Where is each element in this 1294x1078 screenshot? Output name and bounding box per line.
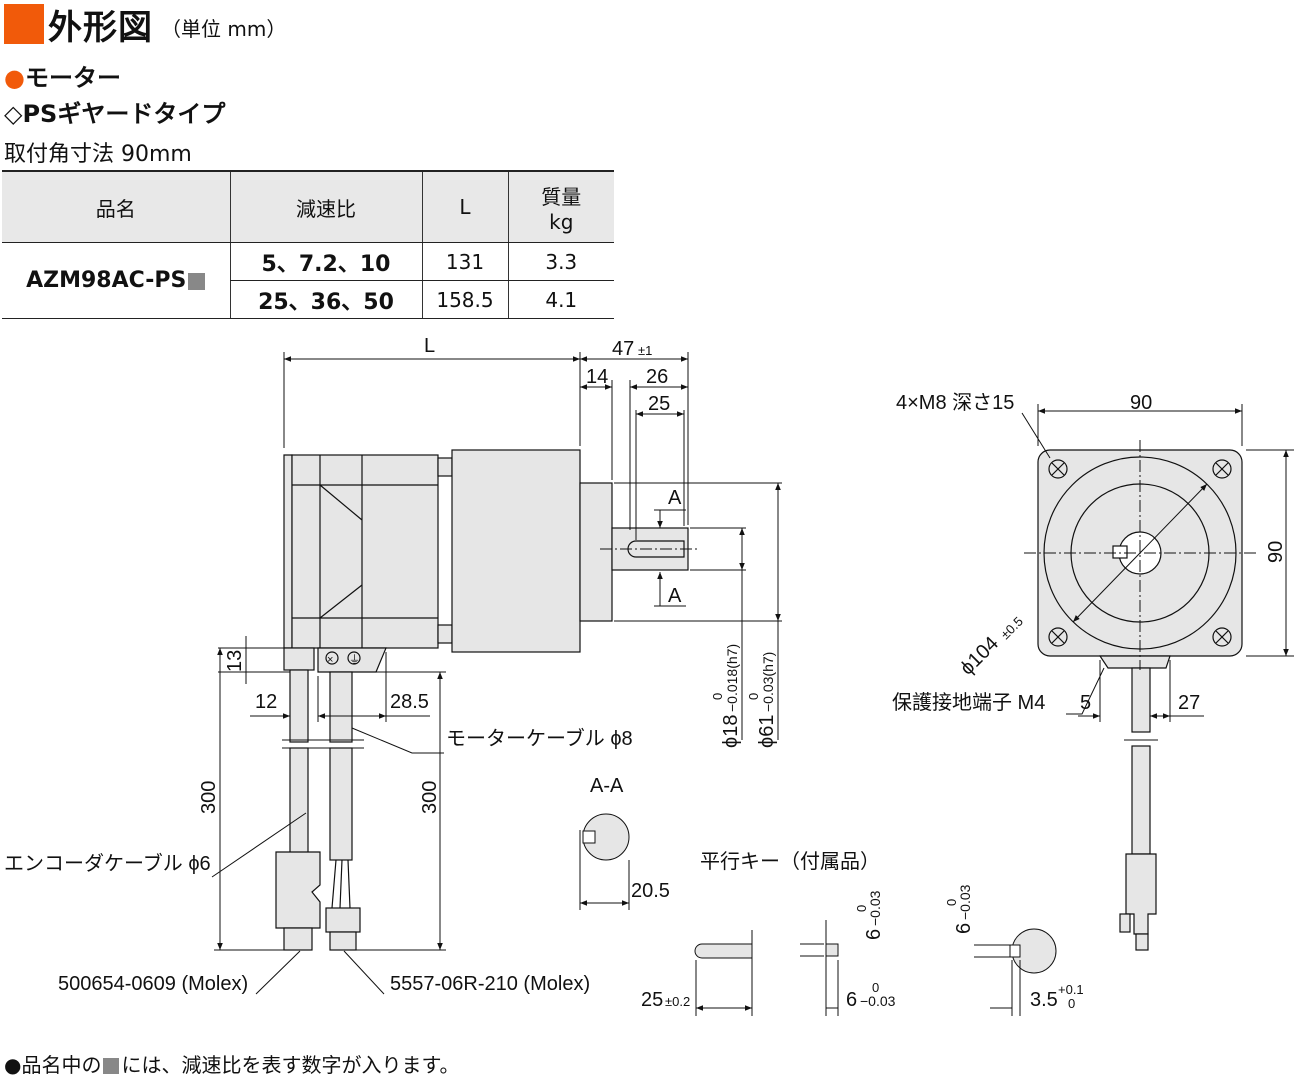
dim-28-5: 28.5 [390, 691, 429, 713]
footnote: ●品名中のには、減速比を表す数字が入ります。 [4, 1049, 459, 1078]
diamond-icon: ◇ [4, 100, 23, 128]
dim-key-width-zero: 0 [872, 980, 879, 995]
dim-14: 14 [586, 366, 608, 388]
footnote-prefix: ●品名中の [4, 1053, 102, 1077]
dim-key-height-zero: 0 [854, 905, 869, 912]
label-protective-terminal: 保護接地端子 M4 [892, 691, 1045, 714]
dimension-lines [211, 352, 782, 995]
table-row: AZM98AC-PS 5、7.2、10 131 3.3 [2, 242, 614, 319]
dim-3-5: 3.5 [1030, 989, 1058, 1011]
label-motor-cable: モーターケーブル ϕ8 [446, 726, 633, 750]
header-model: 品名 [2, 170, 230, 243]
dim-key-width: 6 [846, 989, 857, 1011]
model-name: AZM98AC-PS [26, 268, 187, 293]
dim-key-length-tol: ±0.2 [665, 994, 690, 1009]
dim-shaft-key-tol: −0.03 [957, 884, 973, 920]
header-length: L [421, 170, 508, 243]
bullet-dot-icon: ● [4, 64, 25, 92]
label-section-aa: A-A [590, 775, 624, 797]
dim-5: 5 [1080, 692, 1091, 714]
motor-side-view [275, 449, 689, 951]
dim-90-height: 90 [1265, 541, 1287, 563]
label-encoder-cable: エンコーダケーブル ϕ6 [4, 851, 211, 875]
dim-3-5-tol-up: +0.1 [1058, 982, 1084, 997]
label-connector-motor: 5557-06R-210 (Molex) [390, 973, 590, 995]
section-a-a [579, 813, 630, 910]
dim-27: 27 [1178, 692, 1200, 714]
drawing-labels: L 47 ±1 14 26 25 A A A-A 20.5 12 28.5 13… [4, 335, 1287, 1011]
length-cell: 131 [421, 242, 508, 281]
dim-47: 47 [612, 338, 634, 360]
page-title: 外形図 （単位 mm） [4, 2, 287, 48]
gear-type-text: PSギヤードタイプ [22, 100, 226, 128]
dim-phi18-tol: −0.018(h7) [724, 644, 740, 712]
dim-phi18: ϕ18 [720, 715, 742, 748]
mount-size: 取付角寸法 90mm [4, 142, 192, 167]
placeholder-square-icon [188, 272, 206, 290]
label-parallel-key: 平行キー（付属品） [700, 850, 880, 873]
mount-hole-icon [1048, 459, 1232, 647]
dim-300-motor: 300 [419, 781, 441, 814]
placeholder-square-icon [103, 1058, 120, 1074]
dim-key-height: 6 [863, 929, 885, 940]
gear-type-heading: ◇PSギヤードタイプ [4, 94, 225, 129]
header-mass-unit: kg [549, 209, 574, 234]
dim-300-encoder: 300 [198, 781, 220, 814]
end-view-dimensions [1021, 404, 1294, 741]
mass-cell: 3.3 [507, 242, 614, 281]
ratio-cell: 5、7.2、10 [229, 242, 422, 281]
dim-3-5-tol-lo: 0 [1068, 996, 1075, 1011]
dim-phi104-tol: ±0.5 [998, 614, 1026, 642]
dim-phi61-zero: 0 [746, 693, 761, 700]
parallel-key [694, 920, 1057, 1016]
footnote-suffix: には、減速比を表す数字が入ります。 [121, 1053, 460, 1077]
mass-cell: 4.1 [507, 280, 614, 319]
dim-shaft-key-height: 6 [953, 923, 975, 934]
label-connector-encoder: 500654-0609 (Molex) [58, 973, 248, 995]
label-a-bottom: A [668, 585, 682, 607]
motor-heading: ●モーター [4, 58, 121, 93]
dim-20-5: 20.5 [631, 880, 670, 902]
dim-key-width-tol: −0.03 [860, 993, 896, 1009]
dim-47-tol: ±1 [638, 343, 652, 358]
header-mass-label: 質量 [541, 184, 582, 209]
dim-L: L [424, 335, 435, 357]
dim-phi61: ϕ61 [756, 715, 778, 748]
earth-icon: ⏚ [349, 653, 360, 666]
dim-phi18-zero: 0 [710, 693, 725, 700]
motor-heading-text: モーター [24, 64, 121, 92]
dim-26: 26 [646, 366, 668, 388]
model-cell: AZM98AC-PS [2, 242, 230, 319]
dim-key-height-tol: −0.03 [867, 890, 883, 926]
dim-90-width: 90 [1130, 392, 1152, 414]
dim-phi61-tol: −0.03(h7) [760, 652, 776, 712]
ground-icon: × [327, 654, 333, 666]
table-row: 25、36、50 158.5 4.1 [2, 280, 614, 319]
label-a-top: A [668, 487, 682, 509]
dim-13: 13 [224, 650, 246, 672]
title-text: 外形図 [48, 7, 153, 48]
ratio-cell: 25、36、50 [229, 280, 422, 319]
dim-25: 25 [648, 393, 670, 415]
dim-12: 12 [255, 691, 277, 713]
dim-shaft-key-zero: 0 [944, 899, 959, 906]
label-mount-holes: 4×M8 深さ15 [896, 391, 1014, 414]
length-cell: 158.5 [421, 280, 508, 319]
dim-phi104: ϕ104 [956, 632, 1003, 679]
header-ratio: 減速比 [229, 170, 422, 243]
title-unit: （単位 mm） [161, 16, 287, 41]
title-marker-icon [4, 4, 44, 44]
dim-key-length: 25 [641, 989, 663, 1011]
